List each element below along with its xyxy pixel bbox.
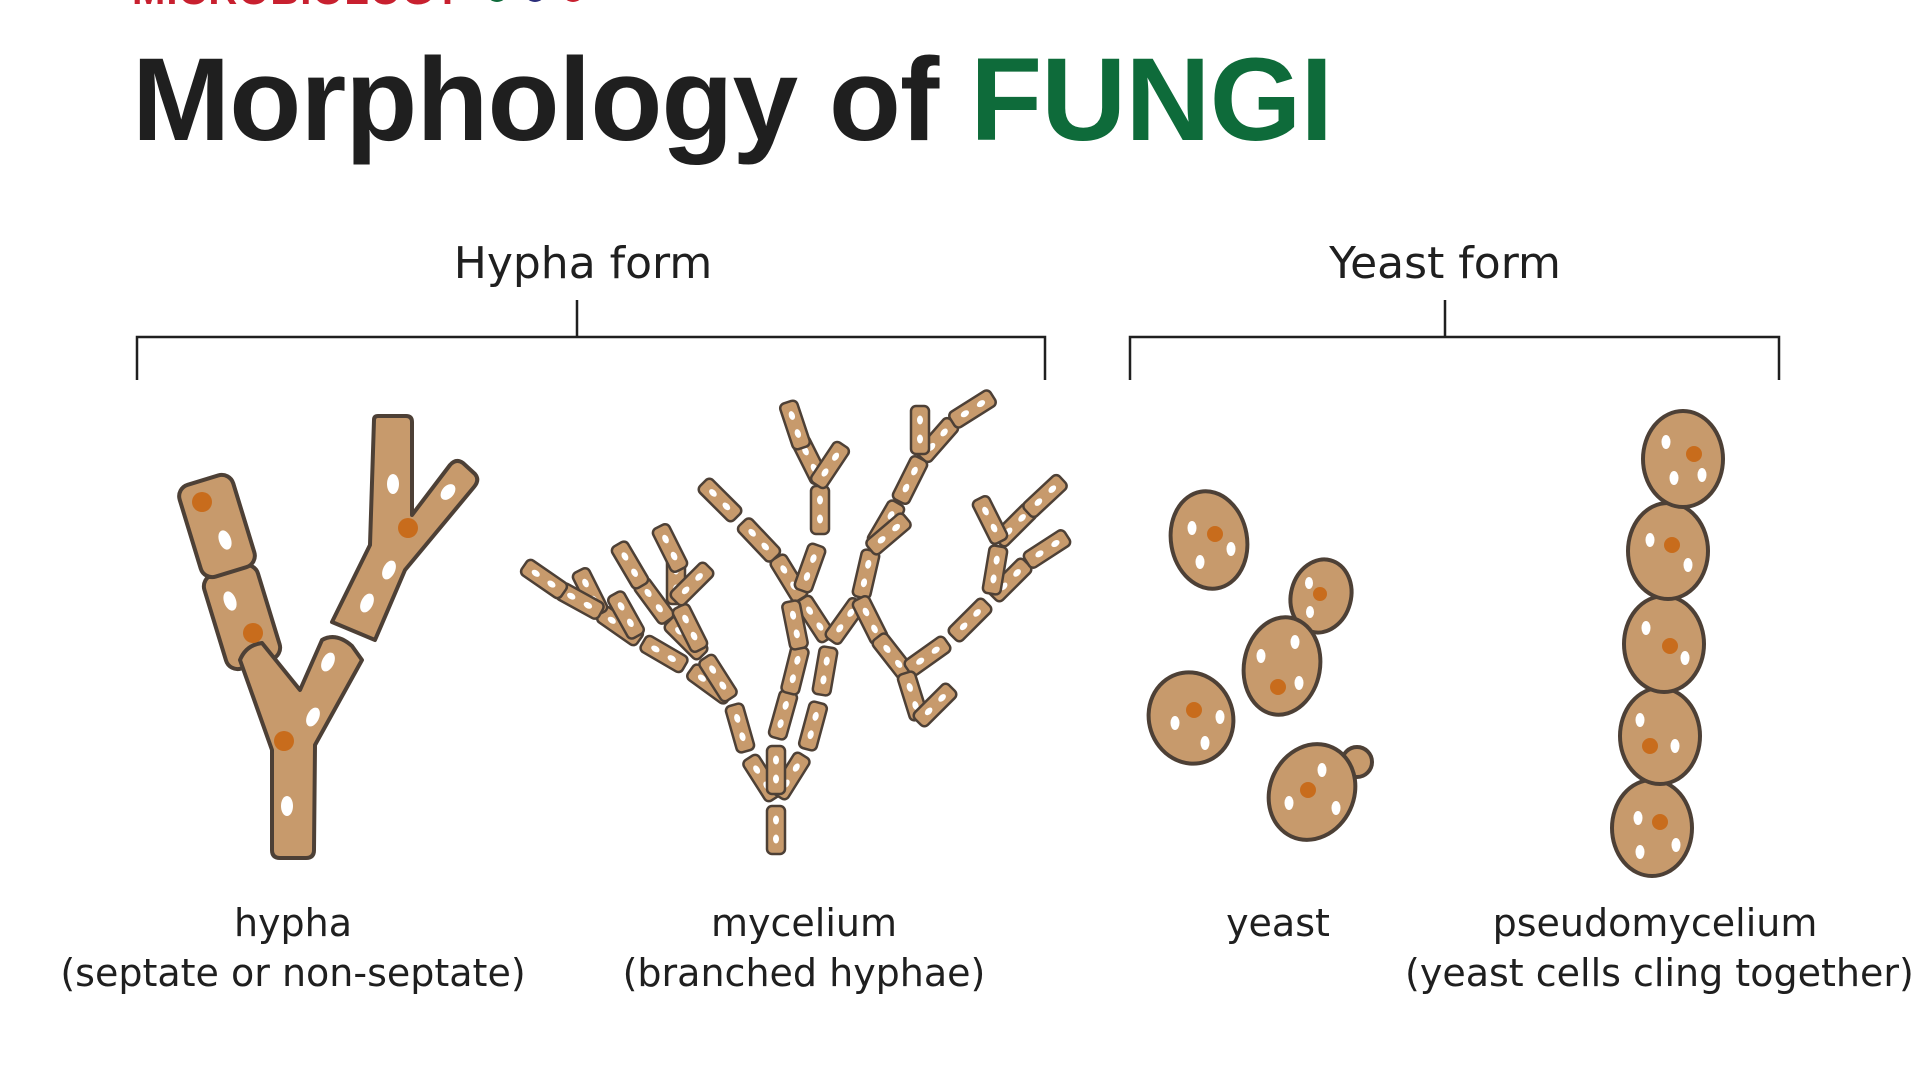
caption-mycelium-name: mycelium (711, 901, 897, 945)
pseudomycelium-illustration (1610, 409, 1725, 878)
caption-pseudomycelium: pseudomycelium (yeast cells cling togeth… (1405, 898, 1914, 998)
title-main: Morphology of (132, 34, 939, 166)
caption-yeast: yeast (1178, 898, 1378, 948)
yeast-form-bracket (1128, 300, 1781, 380)
caption-pseudomycelium-name: pseudomycelium (1492, 901, 1818, 945)
caption-pseudomycelium-note: (yeast cells cling together) (1405, 951, 1914, 995)
kicker-dots (485, 0, 584, 2)
page-title: Morphology of FUNGI (132, 34, 1333, 166)
kicker-text: MICROBIOLOGY (132, 0, 462, 14)
navy-dot-icon (523, 0, 546, 2)
hypha-form-bracket (135, 300, 1047, 380)
caption-hypha-note: (septate or non-septate) (60, 951, 526, 995)
red-dot-icon (561, 0, 584, 2)
yeast-cells-illustration (1146, 489, 1374, 842)
caption-mycelium-note: (branched hyphae) (622, 951, 986, 995)
title-accent: FUNGI (970, 34, 1333, 166)
mycelium-illustration (517, 387, 1074, 856)
hypha-illustration (177, 414, 480, 860)
caption-hypha-name: hypha (233, 901, 353, 945)
yeast-form-label: Yeast form (1328, 238, 1561, 289)
caption-mycelium: mycelium (branched hyphae) (569, 898, 1039, 998)
header-kicker: MICROBIOLOGY (132, 0, 584, 13)
caption-yeast-name: yeast (1226, 901, 1330, 945)
caption-hypha: hypha (septate or non-septate) (43, 898, 543, 998)
green-dot-icon (485, 0, 508, 2)
hypha-form-label: Hypha form (454, 238, 712, 289)
